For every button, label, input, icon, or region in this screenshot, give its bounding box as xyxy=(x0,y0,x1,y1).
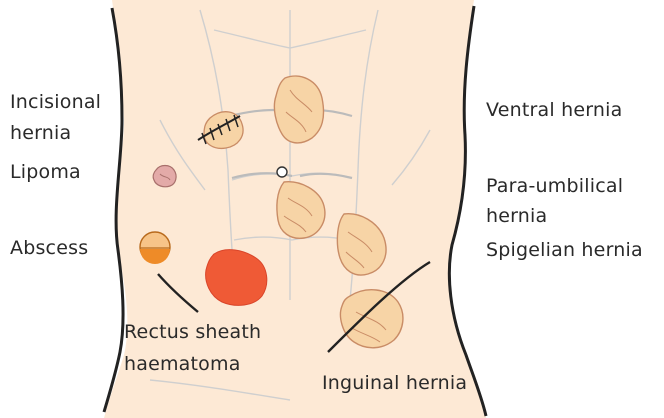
label-rectus-sheath-1: Rectus sheath xyxy=(124,320,261,344)
label-ventral-hernia: Ventral hernia xyxy=(486,98,622,122)
lipoma-lump xyxy=(153,166,176,187)
label-rectus-sheath-2: haematoma xyxy=(124,352,241,376)
ventral-hernia-sac xyxy=(274,76,323,143)
label-paraumbilical-2: hernia xyxy=(486,204,547,228)
label-lipoma: Lipoma xyxy=(10,160,81,184)
inguinal-hernia-sac xyxy=(341,290,403,348)
umbilicus xyxy=(277,167,287,177)
label-paraumbilical-1: Para-umbilical xyxy=(486,174,623,198)
label-incisional-hernia-2: hernia xyxy=(10,121,71,145)
label-spigelian-hernia: Spigelian hernia xyxy=(486,238,643,262)
label-abscess: Abscess xyxy=(10,236,88,260)
label-incisional-hernia-1: Incisional xyxy=(10,90,101,114)
label-inguinal-hernia: Inguinal hernia xyxy=(322,371,467,395)
